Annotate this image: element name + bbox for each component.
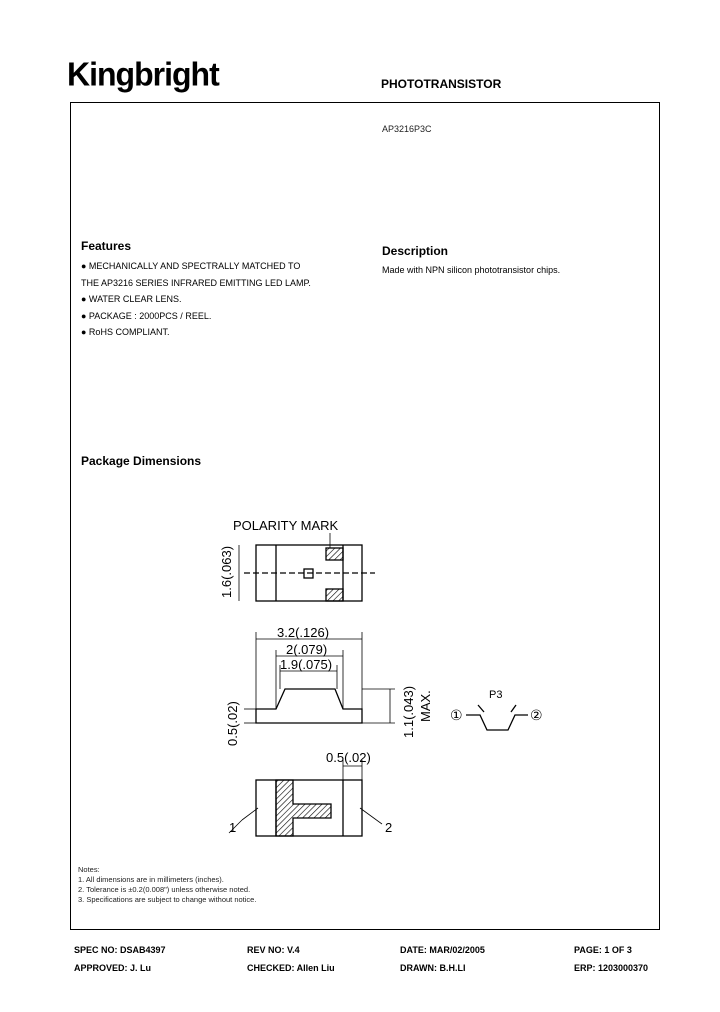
notes: Notes: 1. All dimensions are in millimet… <box>78 865 256 905</box>
document-type: PHOTOTRANSISTOR <box>381 77 502 91</box>
dim-pad-label: 0.5(.02) <box>326 750 371 765</box>
feature-item: ● MECHANICALLY AND SPECTRALLY MATCHED TO <box>81 261 301 271</box>
document-date: DATE: MAR/02/2005 <box>400 945 485 955</box>
note-line: 2. Tolerance is ±0.2(0.008") unless othe… <box>78 885 251 894</box>
phototransistor-symbol <box>466 704 528 731</box>
description-title: Description <box>382 244 449 258</box>
feature-item: ● WATER CLEAR LENS. <box>81 294 182 304</box>
pin1-label: 1 <box>229 820 236 835</box>
dim-top-label: 1.9(.075) <box>280 657 332 672</box>
polarity-mark-label: POLARITY MARK <box>233 518 339 533</box>
dim-inner-label: 2(.079) <box>286 642 327 657</box>
revision-number: REV NO: V.4 <box>247 945 300 955</box>
pin2-label: 2 <box>385 820 392 835</box>
side-view <box>244 632 395 724</box>
note-line: 1. All dimensions are in millimeters (in… <box>78 875 224 884</box>
spec-number: SPEC NO: DSAB4397 <box>74 945 166 955</box>
feature-item: ● PACKAGE : 2000PCS / REEL. <box>81 310 212 321</box>
package-dimensions-title: Package Dimensions <box>81 454 202 468</box>
dim-width-label: 1.6(.063) <box>219 546 234 598</box>
dim-base-label: 0.5(.02) <box>225 701 240 746</box>
feature-item: THE AP3216 SERIES INFRARED EMITTING LED … <box>81 277 311 288</box>
note-line: 3. Specifications are subject to change … <box>78 895 257 904</box>
dim-length-label: 3.2(.126) <box>277 625 329 640</box>
notes-title: Notes: <box>78 865 100 874</box>
part-number: AP3216P3C <box>382 124 432 134</box>
checked-by: CHECKED: Allen Liu <box>247 963 335 973</box>
description-text: Made with NPN silicon phototransistor ch… <box>382 265 561 275</box>
kingbright-logo: Kingbright <box>67 55 220 93</box>
feature-item: ● RoHS COMPLIANT. <box>81 327 170 337</box>
max-label: MAX. <box>418 690 433 722</box>
symbol-label: P3 <box>489 689 502 701</box>
page-number: PAGE: 1 OF 3 <box>574 945 632 955</box>
features-title: Features <box>81 239 132 253</box>
content-frame <box>70 102 660 930</box>
dim-height-label: 1.1(.043) <box>401 686 416 738</box>
features-list: ● MECHANICALLY AND SPECTRALLY MATCHED TO… <box>81 258 371 341</box>
approved-by: APPROVED: J. Lu <box>74 963 152 973</box>
bottom-view <box>228 760 383 837</box>
symbol-pin2: ② <box>530 707 543 723</box>
symbol-pin1: ① <box>450 707 463 723</box>
drawn-by: DRAWN: B.H.LI <box>400 963 466 973</box>
erp-number: ERP: 1203000370 <box>574 963 649 973</box>
top-view <box>238 533 375 602</box>
